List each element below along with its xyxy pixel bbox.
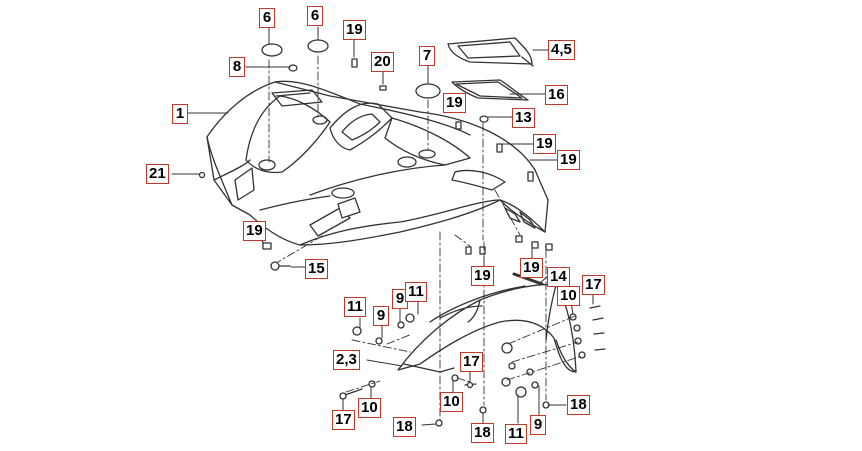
callout-16: 16: [545, 85, 568, 105]
callout-7: 7: [419, 46, 435, 66]
top-lid-part: [447, 37, 534, 67]
front-fender-body: [206, 80, 549, 246]
callout-13: 13: [512, 108, 535, 128]
callout-11-a: 11: [344, 297, 366, 317]
callout-6-a: 6: [259, 8, 275, 28]
callout-10-b: 10: [440, 392, 463, 412]
callout-18-c: 18: [567, 395, 590, 415]
clip-nuts: [262, 58, 553, 255]
fasteners: [270, 261, 606, 427]
callout-21: 21: [146, 164, 169, 184]
callout-11-b: 11: [405, 282, 427, 302]
callout-8: 8: [229, 57, 245, 77]
callout-1: 1: [172, 104, 188, 124]
callout-19-d: 19: [557, 150, 580, 170]
callout-6-b: 6: [307, 6, 323, 26]
callout-19-e: 19: [243, 221, 266, 241]
callout-19-g: 19: [520, 258, 543, 278]
spring-rod: [512, 272, 544, 286]
callout-2-3: 2,3: [333, 350, 360, 370]
lower-fender: [397, 283, 577, 373]
callout-20: 20: [371, 52, 394, 72]
callout-15: 15: [305, 259, 328, 279]
callout-10-c: 10: [557, 286, 580, 306]
callout-9-a: 9: [373, 306, 389, 326]
callout-17-b: 17: [460, 352, 483, 372]
callout-10-a: 10: [358, 398, 381, 418]
callout-14: 14: [547, 267, 570, 287]
callout-17-c: 17: [582, 275, 605, 295]
callout-17-a: 17: [332, 410, 355, 430]
callout-4-5: 4,5: [548, 40, 575, 60]
callout-19-c: 19: [533, 134, 556, 154]
callout-19-a: 19: [343, 20, 366, 40]
callout-9-c: 9: [530, 415, 546, 435]
seal-gasket: [451, 79, 529, 101]
callout-18-a: 18: [393, 417, 416, 437]
centre-lines: [268, 55, 583, 421]
callout-19-f: 19: [471, 266, 494, 286]
callout-19-b: 19: [443, 93, 466, 113]
callout-18-b: 18: [471, 423, 494, 443]
callout-11-c: 11: [505, 424, 527, 444]
